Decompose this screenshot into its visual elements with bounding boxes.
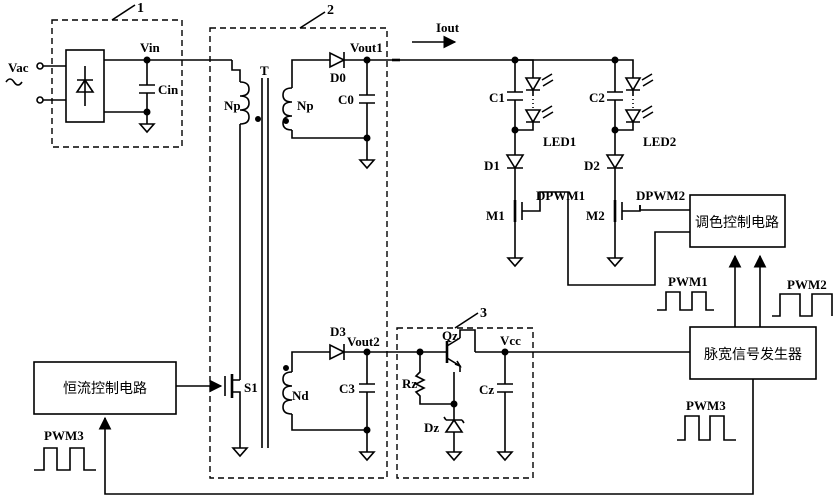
ground-icon (358, 451, 376, 462)
dpwm1-label: DPWM1 (536, 188, 585, 203)
pwm3-left-label: PWM3 (44, 428, 84, 443)
block-1-rectifier: 1 Vac Vin Cin (5, 1, 232, 148)
led2-bottom-icon (624, 109, 642, 124)
bridge-diode-icon (75, 78, 95, 93)
ground-icon (506, 257, 524, 268)
pwm3-feedback-wire (104, 379, 754, 495)
primary-winding (239, 81, 250, 125)
ground-icon (445, 451, 463, 462)
pwm1-waveform (657, 291, 714, 311)
block-3-regulator: 3 Qz Vcc Rz Dz Cz (396, 306, 690, 479)
iout-label: Iout (436, 20, 460, 35)
np-secondary-label: Np (297, 98, 314, 113)
pwm3-right-waveform (677, 415, 736, 441)
cz-label: Cz (479, 382, 494, 397)
rz-label: Rz (402, 376, 417, 391)
block-2-transformer: 2 Np T Np D0 Vout1 C0 Nd D (209, 3, 420, 479)
c3-label: C3 (339, 381, 355, 396)
secondary-winding-nd (282, 371, 293, 415)
cin-label: Cin (158, 82, 179, 97)
block-2-label: 2 (327, 3, 334, 18)
transformer-core (261, 78, 269, 448)
block-1-label: 1 (137, 1, 144, 16)
vac-label: Vac (8, 60, 29, 75)
led1-label: LED1 (543, 134, 576, 149)
d2-diode (605, 154, 625, 170)
vcc-label: Vcc (500, 333, 521, 348)
block-3-label: 3 (480, 306, 487, 321)
dim-control-box (689, 194, 786, 248)
ground-icon (606, 257, 624, 268)
pwm3-left-waveform (34, 447, 96, 471)
ground-icon (358, 159, 376, 170)
vout2-label: Vout2 (347, 334, 380, 349)
led1-top-icon (524, 77, 542, 92)
dz-zener (443, 416, 465, 433)
c0-label: C0 (338, 92, 354, 107)
m1-label: M1 (486, 208, 505, 223)
qz-label: Qz (442, 328, 458, 343)
s1-label: S1 (244, 380, 258, 395)
cc-control-box (33, 361, 177, 415)
ground-icon (496, 451, 514, 462)
d0-label: D0 (330, 70, 346, 85)
transformer-label: T (260, 63, 269, 78)
vout1-label: Vout1 (350, 40, 383, 55)
c2-label: C2 (589, 90, 605, 105)
pwm-generator-label: 脉宽信号发生器 (704, 346, 802, 363)
d3-label: D3 (330, 324, 346, 339)
ac-source-icon (5, 78, 23, 86)
cc-control-section: 恒流控制电路 PWM3 (33, 361, 223, 471)
np-primary-label: Np (224, 98, 241, 113)
d1-label: D1 (484, 158, 500, 173)
dpwm2-label: DPWM2 (636, 188, 685, 203)
vin-label: Vin (140, 40, 161, 55)
m2-label: M2 (586, 208, 605, 223)
d2-label: D2 (584, 158, 600, 173)
c1-label: C1 (489, 90, 505, 105)
pwm1-label: PWM1 (668, 274, 708, 289)
dim-control-label: 调色控制电路 (695, 214, 779, 231)
control-section: 调色控制电路 脉宽信号发生器 PWM1 PWM2 PWM3 (98, 191, 833, 495)
pwm2-waveform (772, 293, 833, 317)
led2-top-icon (624, 77, 642, 92)
bridge-rectifier (65, 49, 105, 123)
ground-icon (138, 112, 156, 134)
pwm3-right-label: PWM3 (686, 398, 726, 413)
dz-label: Dz (424, 420, 439, 435)
ac-terminal-bottom (36, 96, 44, 104)
secondary-winding-np (282, 87, 293, 131)
pwm2-label: PWM2 (787, 277, 827, 292)
led-output-section: Iout C1 LED1 D1 DPWM1 M1 C2 (392, 20, 685, 268)
led1-bottom-icon (524, 109, 542, 124)
d3-diode (329, 343, 346, 361)
d0-diode (329, 51, 346, 69)
cc-control-label: 恒流控制电路 (63, 381, 147, 397)
led2-label: LED2 (643, 134, 676, 149)
ground-icon (231, 447, 249, 458)
rz-resistor (414, 352, 454, 405)
nd-label: Nd (292, 388, 309, 403)
d1-diode (505, 154, 525, 170)
ac-terminal-top (36, 62, 44, 70)
